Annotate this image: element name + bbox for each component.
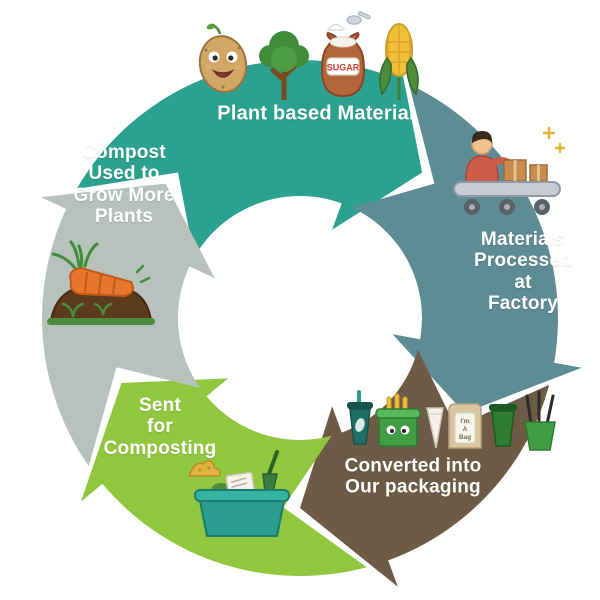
label-line: Plants	[94, 206, 154, 228]
segment-arrow-materials-processed-at-factory	[351, 84, 582, 413]
compost-tray-icon	[187, 450, 290, 537]
label-line: Our packaging	[345, 477, 481, 498]
bag-label-text: A	[463, 426, 468, 433]
cup-with-lid-icon	[347, 390, 373, 445]
label-line: Composting	[103, 437, 217, 459]
segment-arrow-sent-for-composting	[80, 378, 367, 576]
compost-tray	[194, 489, 290, 537]
green-cup-icon	[489, 404, 517, 447]
potato-character-icon	[198, 23, 248, 93]
segment-arrow-converted-into-our-packaging	[300, 349, 550, 587]
sprouts	[61, 302, 113, 318]
label-line: Grow More	[73, 185, 175, 206]
label-plant-based-material: Plant based Material	[217, 103, 414, 126]
paper-wrap-icon	[426, 407, 444, 449]
corn-shape	[379, 23, 419, 100]
bag-label-text: Bag	[459, 434, 471, 441]
label-sent-for-composting: Sent for Composting	[104, 395, 217, 459]
carrot	[51, 240, 151, 298]
corn-icon	[379, 23, 419, 100]
compostable-bag-icon: I'm A Bag	[448, 403, 482, 449]
label-line: Materials	[480, 229, 566, 251]
sugar-sack-icon: SUGAR	[320, 11, 371, 98]
tree-shape	[259, 31, 309, 100]
compost-pile	[187, 460, 222, 477]
tree-icon	[259, 31, 309, 100]
label-line: for	[147, 416, 173, 438]
label-line: Plant based Material	[217, 102, 415, 125]
fries-box-icon	[375, 393, 421, 447]
conveyor-belt	[453, 181, 561, 215]
segment-arrow-plant-based-material	[76, 49, 423, 258]
packaging-items-icons: I'm A Bag	[347, 390, 556, 451]
label-line: Used to	[88, 163, 160, 185]
label-line: Processed	[474, 250, 572, 272]
label-line: Converted into	[344, 455, 482, 477]
label-line: at	[514, 272, 532, 293]
sugar-spoon	[326, 11, 371, 36]
utensils-cup-icon	[524, 390, 556, 451]
sugar-label-text: SUGAR	[327, 63, 360, 73]
label-line: Compost	[82, 142, 166, 164]
label-line: Factory	[487, 293, 559, 315]
carrot-in-soil-icon	[47, 240, 155, 325]
cardboard-boxes	[503, 159, 548, 182]
sugar-bag: SUGAR	[320, 31, 366, 98]
label-converted-into-our-packaging: Converted into Our packaging	[345, 456, 482, 499]
label-materials-processed-at-factory: Materials Processed at Factory	[474, 229, 572, 315]
sparkle-icon	[542, 126, 566, 154]
factory-conveyor-icon	[453, 126, 566, 215]
label-line: Sent	[139, 394, 181, 416]
bag-label-text: I'm	[460, 418, 469, 425]
trowel-icon	[262, 450, 279, 493]
potato-body	[198, 23, 248, 93]
label-compost-used-to-grow-more-plants: Compost Used to Grow More Plants	[73, 142, 174, 228]
